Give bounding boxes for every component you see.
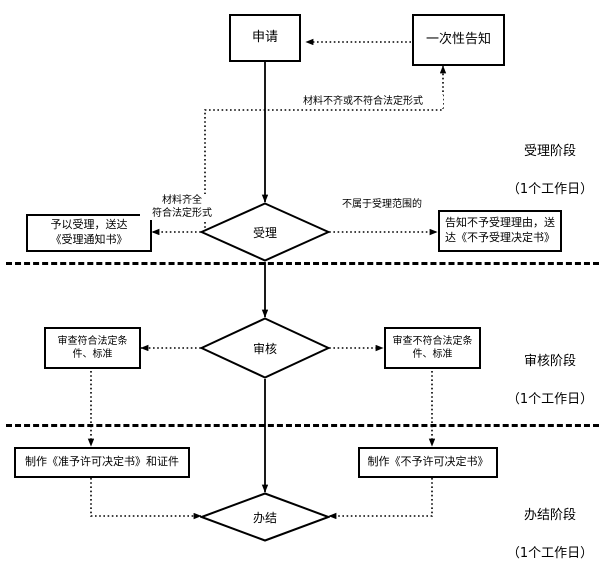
stage-complete-duration: （1个工作日） xyxy=(506,545,594,561)
node-review[interactable]: 审核 xyxy=(200,317,330,379)
node-accept-no-label: 告知不予受理理由，送 达《不予受理决定书》 xyxy=(445,216,555,244)
node-permit-grant-label: 制作《准予许可决定书》和证件 xyxy=(25,455,179,469)
edge-deny-to-complete xyxy=(328,478,433,520)
stage-label-accept: 受理阶段 （1个工作日） xyxy=(498,124,602,218)
stage-accept-name: 受理阶段 xyxy=(523,143,576,159)
node-permit-deny-label: 制作《不予许可决定书》 xyxy=(367,455,489,469)
edge-accept-to-notice xyxy=(204,65,447,232)
node-complete[interactable]: 办结 xyxy=(200,492,330,542)
node-review-pass-label: 审查符合法定条 件、标准 xyxy=(57,335,128,361)
node-accept[interactable]: 受理 xyxy=(200,202,330,262)
node-review-pass[interactable]: 审查符合法定条 件、标准 xyxy=(44,327,141,369)
edge-label-out-of-scope: 不属于受理范围的 xyxy=(330,198,434,211)
node-permit-grant[interactable]: 制作《准予许可决定书》和证件 xyxy=(14,447,190,478)
node-review-fail[interactable]: 审查不符合法定条 件、标准 xyxy=(384,327,481,369)
node-accept-label: 受理 xyxy=(252,225,277,240)
node-one-time-notice-label: 一次性告知 xyxy=(425,32,491,48)
stage-review-duration: （1个工作日） xyxy=(506,391,594,407)
stage-label-review: 审核阶段 （1个工作日） xyxy=(498,334,602,428)
node-review-fail-label: 审查不符合法定条 件、标准 xyxy=(392,335,473,361)
node-accept-no[interactable]: 告知不予受理理由，送 达《不予受理决定书》 xyxy=(438,210,562,252)
stage-accept-duration: （1个工作日） xyxy=(506,181,594,197)
node-review-label: 审核 xyxy=(252,341,277,356)
node-apply-label: 申请 xyxy=(251,30,278,46)
divider-review-complete xyxy=(6,424,599,427)
stage-complete-name: 办结阶段 xyxy=(523,507,576,523)
edge-grant-to-complete xyxy=(90,478,202,520)
node-one-time-notice[interactable]: 一次性告知 xyxy=(412,14,505,66)
stage-label-complete: 办结阶段 （1个工作日） xyxy=(498,488,602,564)
divider-accept-review xyxy=(6,262,599,265)
edge-label-materials-incomplete: 材料不齐或不符合法定形式 xyxy=(283,95,443,108)
edge-label-materials-complete: 材料齐全 符合法定形式 xyxy=(140,194,224,220)
node-accept-yes-label: 予以受理，送达 《受理通知书》 xyxy=(50,218,128,246)
node-accept-yes[interactable]: 予以受理，送达 《受理通知书》 xyxy=(26,214,152,252)
node-complete-label: 办结 xyxy=(252,510,277,525)
node-apply[interactable]: 申请 xyxy=(229,14,301,62)
node-permit-deny[interactable]: 制作《不予许可决定书》 xyxy=(358,447,498,478)
stage-review-name: 审核阶段 xyxy=(523,353,576,369)
